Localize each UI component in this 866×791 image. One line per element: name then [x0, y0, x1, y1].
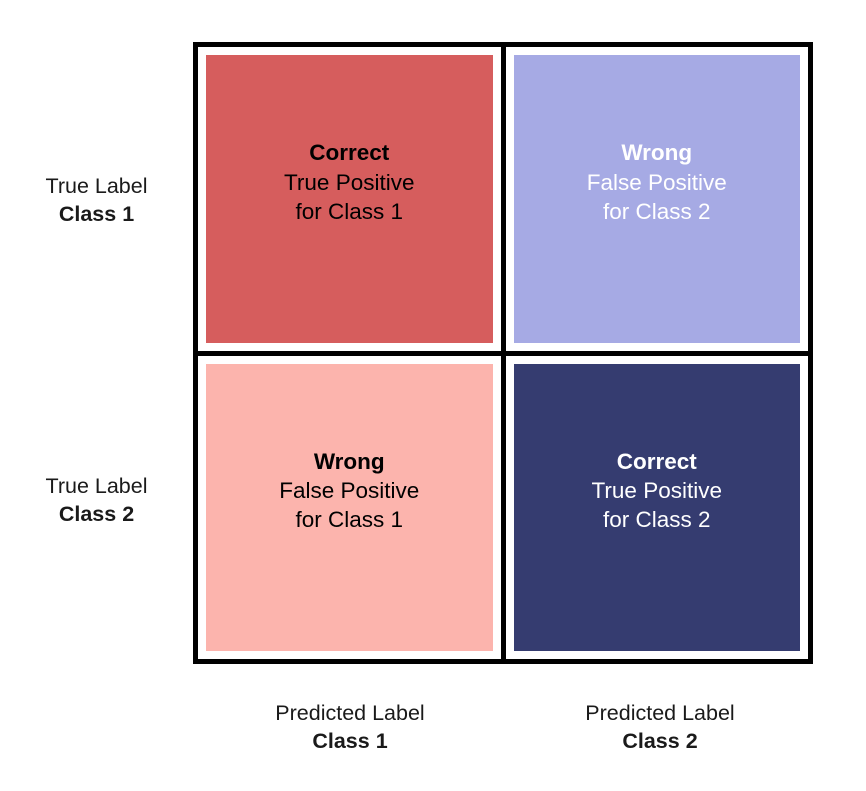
cell-line-2: for Class 2: [602, 198, 711, 224]
cell-wrapper-true-positive-class-1: Correct True Positive for Class 1: [198, 47, 501, 351]
row-label-name: Class 2: [58, 501, 135, 526]
cell-text: Correct True Positive for Class 1: [206, 138, 493, 225]
column-label-prefix: Predicted Label: [585, 701, 735, 725]
cell-line-1: True Positive: [591, 478, 722, 503]
column-label-name: Class 1: [312, 728, 388, 753]
cell-verdict: Correct: [309, 140, 390, 166]
row-label-prefix: True Label: [45, 174, 148, 198]
matrix-grid: Correct True Positive for Class 1 Wrong …: [193, 42, 813, 664]
column-label-prefix: Predicted Label: [275, 701, 425, 725]
cell-line-1: False Positive: [586, 169, 727, 195]
matrix-cell-true-positive-class-2[interactable]: Correct True Positive for Class 2: [513, 363, 801, 651]
cell-verdict: Wrong: [621, 140, 693, 166]
cell-verdict: Wrong: [313, 448, 385, 474]
row-label-name: Class 1: [58, 201, 135, 226]
cell-wrapper-false-positive-class-1: Wrong False Positive for Class 1: [198, 355, 501, 659]
matrix-cell-false-positive-class-1[interactable]: Wrong False Positive for Class 1: [206, 363, 493, 651]
cell-line-2: for Class 2: [602, 507, 711, 533]
cell-line-2: for Class 1: [295, 507, 404, 533]
cell-line-1: False Positive: [279, 478, 420, 503]
cell-line-2: for Class 1: [295, 198, 404, 224]
cell-text: Wrong False Positive for Class 1: [206, 447, 493, 534]
row-label-class-2: True Label Class 2: [0, 473, 193, 529]
column-label-class-2: Predicted Label Class 2: [507, 700, 813, 756]
cell-text: Correct True Positive for Class 2: [514, 447, 801, 534]
cell-line-1: True Positive: [284, 169, 415, 195]
cell-wrapper-true-positive-class-2: Correct True Positive for Class 2: [505, 355, 808, 659]
matrix-cell-false-positive-class-2[interactable]: Wrong False Positive for Class 2: [513, 55, 801, 343]
column-label-name: Class 2: [622, 728, 698, 753]
row-label-prefix: True Label: [45, 474, 148, 498]
cell-wrapper-false-positive-class-2: Wrong False Positive for Class 2: [505, 47, 808, 351]
cell-verdict: Correct: [616, 448, 697, 474]
row-label-class-1: True Label Class 1: [0, 173, 193, 229]
matrix-cell-true-positive-class-1[interactable]: Correct True Positive for Class 1: [206, 55, 493, 343]
cell-text: Wrong False Positive for Class 2: [514, 138, 801, 225]
column-label-class-1: Predicted Label Class 1: [193, 700, 507, 756]
